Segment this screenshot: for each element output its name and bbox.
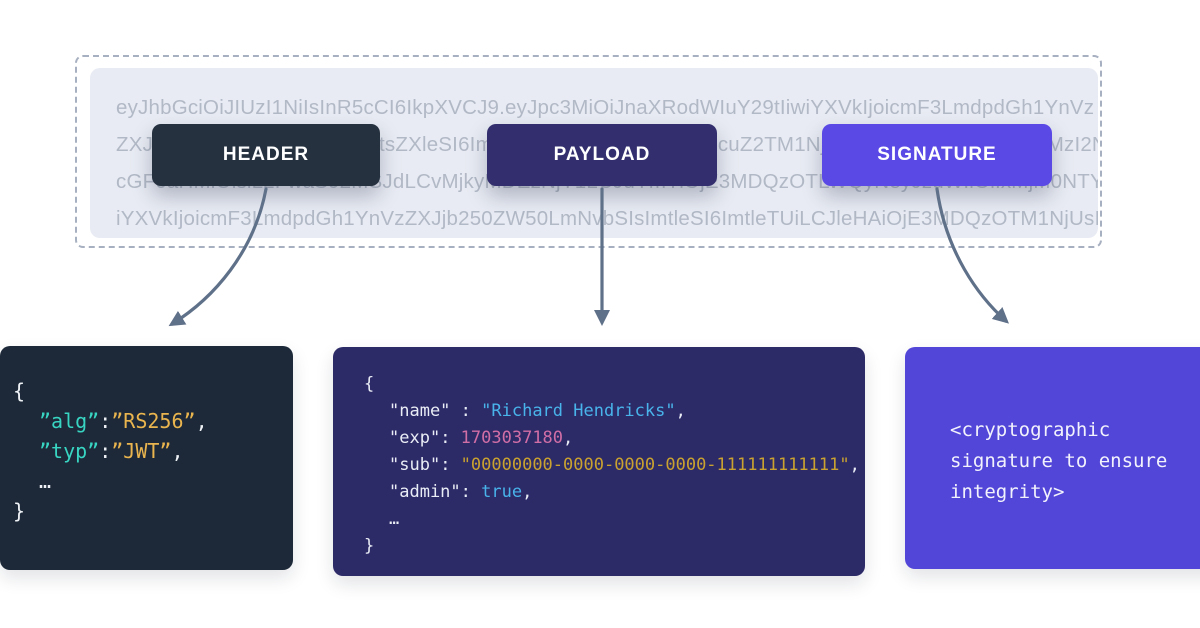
json-key: "exp" bbox=[389, 428, 441, 448]
header-badge: HEADER bbox=[152, 124, 380, 186]
json-colon: : bbox=[99, 439, 112, 463]
code-line: { bbox=[364, 374, 375, 394]
json-value: 1703037180 bbox=[460, 428, 564, 448]
ellipsis-line: … bbox=[389, 509, 400, 529]
json-comma: , bbox=[195, 409, 208, 433]
code-line: "exp": 1703037180, bbox=[364, 425, 865, 452]
json-comma: , bbox=[522, 482, 533, 502]
json-colon: : bbox=[99, 409, 112, 433]
json-value: true bbox=[481, 482, 523, 502]
json-value: ”JWT” bbox=[111, 439, 172, 463]
signature-line-1: <cryptographic bbox=[950, 419, 1111, 441]
json-value: "Richard Hendricks" bbox=[481, 401, 676, 421]
signature-badge: SIGNATURE bbox=[822, 124, 1052, 186]
code-line: ”alg”:”RS256”, bbox=[13, 406, 293, 436]
json-colon: : bbox=[460, 482, 482, 502]
json-key: "sub" bbox=[389, 455, 441, 475]
json-colon: : bbox=[440, 455, 461, 475]
json-comma: , bbox=[563, 428, 574, 448]
ellipsis-line: … bbox=[39, 469, 52, 493]
code-line: } bbox=[13, 499, 26, 523]
json-colon: : bbox=[440, 428, 461, 448]
json-key: "admin" bbox=[389, 482, 461, 502]
code-line: { bbox=[13, 379, 26, 403]
header-code-box: { ”alg”:”RS256”, ”typ”:”JWT”, … } bbox=[0, 346, 293, 570]
payload-code-box: { "name" : "Richard Hendricks", "exp": 1… bbox=[333, 347, 865, 576]
code-line: ”typ”:”JWT”, bbox=[13, 436, 293, 466]
json-key: ”typ” bbox=[39, 439, 100, 463]
json-comma: , bbox=[849, 455, 860, 475]
signature-line-2: signature to ensure bbox=[950, 450, 1168, 472]
json-comma: , bbox=[171, 439, 184, 463]
json-value: ”RS256” bbox=[111, 409, 196, 433]
code-line: "admin": true, bbox=[364, 479, 865, 506]
token-line-1: eyJhbGciOiJIUzI1NiIsInR5cCI6IkpXVCJ9.eyJ… bbox=[116, 96, 1095, 119]
json-key: "name" bbox=[389, 401, 451, 421]
json-comma: , bbox=[675, 401, 686, 421]
payload-badge: PAYLOAD bbox=[487, 124, 717, 186]
signature-box: <cryptographic signature to ensure integ… bbox=[905, 347, 1200, 569]
token-dashed-frame bbox=[75, 55, 1102, 248]
code-line: "name" : "Richard Hendricks", bbox=[364, 398, 865, 425]
code-line: "sub": "00000000-0000-0000-0000-11111111… bbox=[364, 452, 865, 479]
token-line-4: iYXVkIjoicmF3LmdpdGh1YnVzZXJjb250ZW50LmN… bbox=[116, 207, 1098, 230]
signature-line-3: integrity> bbox=[950, 481, 1065, 503]
json-value: "00000000-0000-0000-0000-111111111111" bbox=[460, 455, 850, 475]
code-line: } bbox=[364, 536, 375, 556]
json-key: ”alg” bbox=[39, 409, 100, 433]
json-colon: : bbox=[450, 401, 482, 421]
